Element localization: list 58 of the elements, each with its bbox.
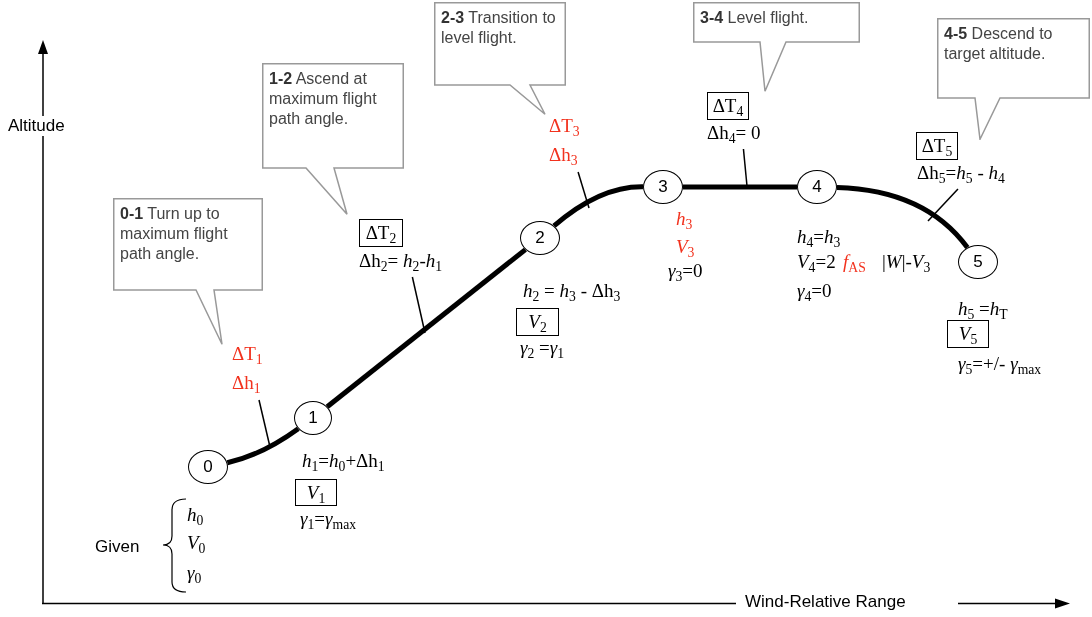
formula-text: γ$_{3}$=0 [668, 260, 703, 282]
callout-bubble [113, 198, 263, 345]
formula-text: γ$_{1}$=γ$_{max}$ [300, 508, 357, 530]
formula-text: |W|-V$_{3}$ [882, 251, 931, 273]
formula-text: h$_{1}$=h$_{0}$+Δh$_{1}$ [302, 450, 385, 472]
boxed-variable: V$_{5}$ [947, 320, 989, 348]
axis-label: Altitude [8, 116, 65, 136]
waypoint-circle: 0 [188, 450, 228, 484]
callout-text: 4-5 Descend to target altitude. [943, 24, 1054, 64]
formula-text: γ$_{5}$=+/- γ$_{max}$ [958, 353, 1042, 375]
formula-text: ΔT$_{3}$ [549, 114, 580, 141]
callout-text: 0-1 Turn up to maximum flight path angle. [119, 204, 229, 264]
formula-text: γ$_{4}$=0 [797, 280, 832, 302]
callout-bubble [262, 63, 404, 215]
callout-text: 1-2 Ascend at maximum flight path angle. [268, 69, 378, 129]
callout-bubble [434, 2, 566, 115]
axis-label: Wind-Relative Range [745, 592, 906, 612]
trajectory-segment [836, 185, 970, 250]
formula-text: h$_{5}$ =h$_{T}$ [958, 298, 1008, 320]
callout-bubble [693, 2, 860, 92]
boxed-variable: V$_{2}$ [516, 308, 559, 336]
formula-text: h$_{2}$ = h$_{3}$ - Δh$_{3}$ [523, 280, 621, 302]
formula-text: γ$_{0}$ [187, 562, 202, 584]
waypoint-circle: 4 [797, 170, 837, 204]
leader-line [411, 276, 426, 334]
formula-text: h$_{3}$ [676, 208, 693, 230]
trajectory-segment [226, 426, 300, 466]
leader-line [577, 171, 590, 209]
leader-line [927, 188, 959, 222]
leader-line [258, 399, 271, 448]
formula-text: Δh$_{3}$ [549, 142, 579, 169]
formula-text: ΔT$_{1}$ [232, 342, 263, 369]
formula-text: γ$_{2}$ =γ$_{1}$ [520, 337, 565, 359]
trajectory-segment [325, 247, 527, 409]
formula-text: Δh$_{2}$= h$_{2}$-h$_{1}$ [359, 247, 443, 276]
formula-text: h$_{4}$=h$_{3}$ [797, 226, 841, 248]
callout-text: 3-4 Level flight. [699, 8, 810, 28]
formula-text: f$_{AS}$ [843, 251, 866, 273]
boxed-variable: ΔT$_{5}$ [916, 132, 958, 160]
formula-text: h$_{0}$ [187, 504, 204, 526]
boxed-variable: V$_{1}$ [295, 479, 337, 506]
waypoint-circle: 2 [520, 221, 560, 255]
formula-text: V$_{3}$ [676, 236, 695, 258]
callout-bubble [937, 18, 1090, 140]
waypoint-circle: 5 [958, 245, 998, 279]
boxed-variable: ΔT$_{4}$ [707, 92, 749, 120]
leader-line [742, 148, 748, 187]
trajectory-segment [683, 184, 797, 190]
formula-text: Δh$_{5}$=h$_{5}$ - h$_{4}$ [917, 159, 1005, 188]
callout-text: 2-3 Transition to level flight. [440, 8, 557, 48]
waypoint-circle: 1 [294, 401, 332, 435]
formula-text: Δh$_{1}$ [232, 370, 262, 397]
waypoint-circle: 3 [643, 170, 683, 204]
formula-text: V$_{0}$ [187, 532, 206, 554]
formula-text: Δh$_{4}$= 0 [707, 119, 761, 148]
formula-text: V$_{4}$=2 [797, 251, 836, 273]
boxed-variable: ΔT$_{2}$ [359, 219, 403, 247]
trajectory-segment [552, 184, 644, 228]
